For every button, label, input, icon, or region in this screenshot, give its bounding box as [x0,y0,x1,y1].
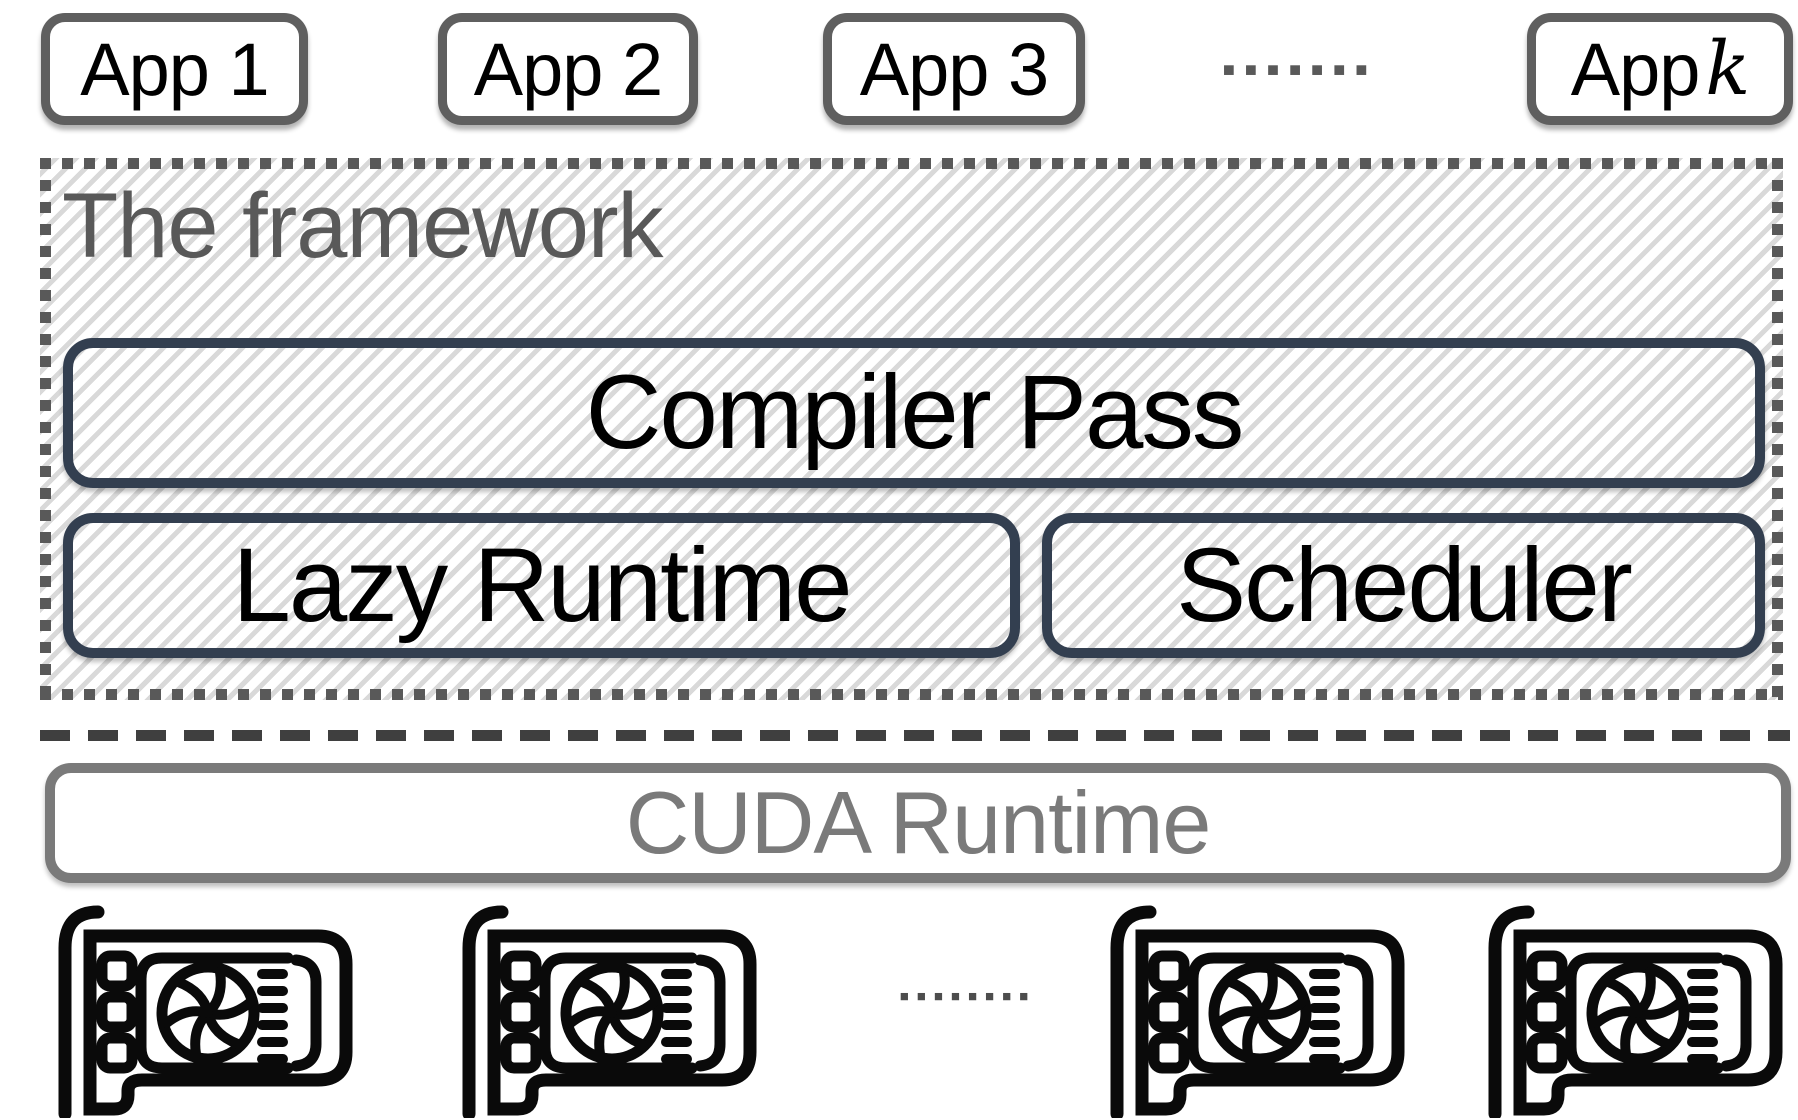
app-3-box: App 3 [823,13,1085,125]
gpu-fan-housing [135,952,294,1074]
app-2-label: App 2 [473,27,663,111]
gpu-port [96,1032,138,1074]
app-k-variable: k [1705,26,1750,112]
lazy-runtime-label: Lazy Runtime [232,526,853,644]
framework-cuda-dashed-separator [40,730,1790,741]
gpu-card-icon [1488,905,1783,1118]
lazy-runtime-box: Lazy Runtime [63,513,1020,658]
gpu-card-icon [462,905,757,1118]
app-k-box: App k [1527,13,1793,125]
gpu-body [83,929,353,1116]
cuda-runtime-label: CUDA Runtime [625,773,1212,872]
app-3-label: App 3 [859,27,1049,111]
gpu-port [96,950,138,992]
compiler-pass-box: Compiler Pass [63,338,1765,488]
framework-container: The framework Compiler Pass Lazy Runtime… [40,158,1783,700]
gpu-grille [257,969,288,1064]
gpu-ellipsis-dots: ■■■■■■■■ [899,988,1037,1005]
cuda-runtime-box: CUDA Runtime [45,763,1791,883]
app-2-box: App 2 [438,13,698,125]
app-1-label: App 1 [80,27,269,111]
apps-ellipsis-dots: ■■■■■■■ [1222,59,1378,81]
app-1-box: App 1 [41,13,308,125]
app-k-label: App [1570,27,1701,111]
gpu-bracket [58,905,105,1118]
scheduler-box: Scheduler [1042,513,1765,658]
compiler-pass-label: Compiler Pass [585,354,1245,471]
framework-label: The framework [62,175,663,277]
gpu-card-icon [58,905,353,1118]
gpu-port [96,991,138,1033]
gpu-card-icon [1110,905,1405,1118]
gpu-fan [156,961,260,1065]
scheduler-label: Scheduler [1176,526,1633,644]
gpu-fan-housing-hook [290,954,322,1072]
